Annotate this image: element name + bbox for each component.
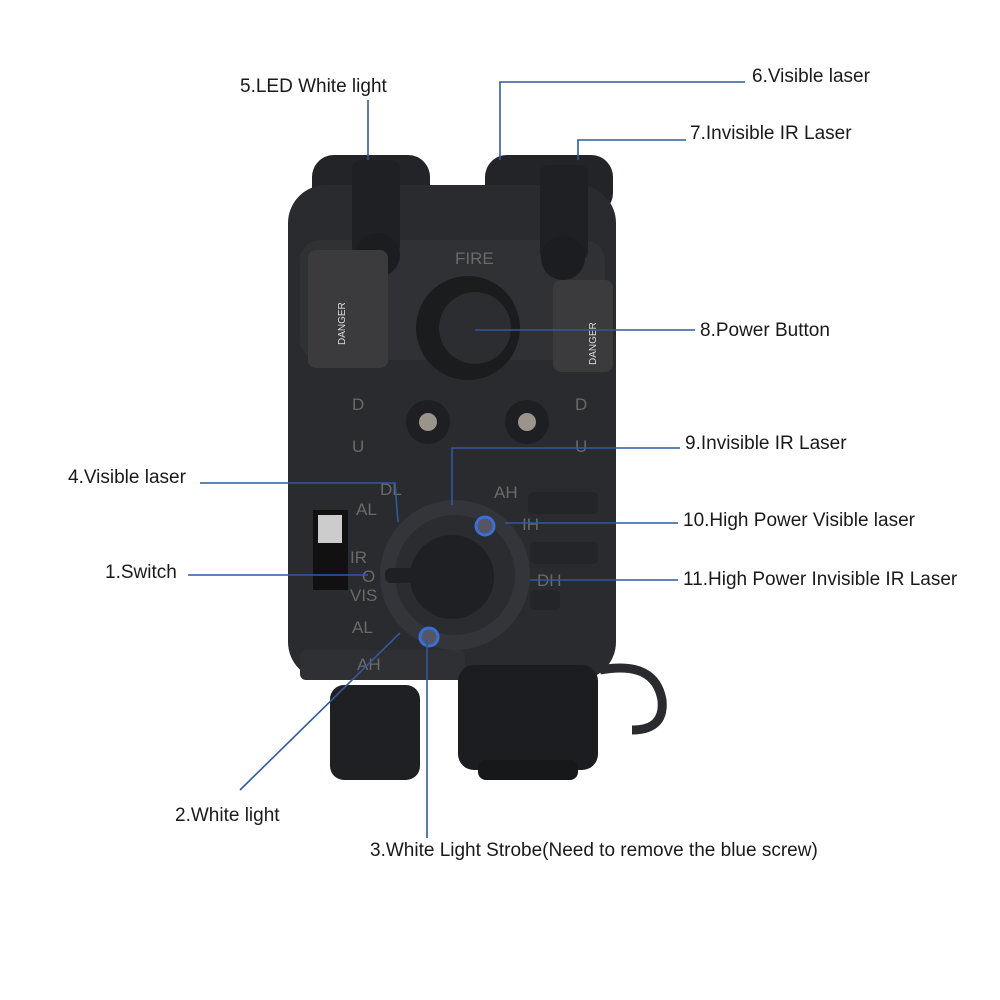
leader-2 [239, 632, 401, 791]
leader-6 [499, 81, 745, 160]
adjust-screw-right [518, 413, 536, 431]
right-slot-1 [528, 492, 598, 514]
danger-right: DANGER [588, 322, 599, 365]
al-bottom-marking: AL [352, 618, 373, 637]
label-visible-laser-top: 6.Visible laser [752, 66, 870, 87]
power-button [439, 292, 511, 364]
label-power-button: 8.Power Button [700, 320, 830, 341]
ir-emitter-knob [458, 665, 598, 770]
leader-9 [451, 447, 680, 505]
switch-knob [410, 535, 494, 619]
label-visible-laser: 4.Visible laser [68, 467, 186, 488]
label-switch: 1.Switch [105, 562, 177, 583]
right-warning-label [553, 280, 613, 372]
ah-top-marking: AH [494, 483, 518, 502]
label-white-light-strobe: 3.White Light Strobe(Need to remove the … [370, 840, 818, 861]
right-slot-2 [530, 542, 598, 564]
right-cap-strap [540, 165, 588, 260]
label-led-white-light: 5.LED White light [240, 76, 387, 97]
right-cap [541, 236, 585, 280]
off-marking: O [362, 567, 375, 586]
switch-lever [385, 568, 435, 583]
ir-emitter-base [478, 760, 578, 780]
qr-code [318, 515, 342, 543]
right-slot-3 [530, 590, 560, 610]
u-right-marking: U [575, 437, 587, 456]
leader-lines [188, 81, 745, 838]
label-invisible-ir-laser-top: 7.Invisible IR Laser [690, 123, 852, 144]
label-invisible-ir-laser: 9.Invisible IR Laser [685, 433, 847, 454]
d-right-marking: D [575, 395, 587, 414]
label-high-power-ir-laser: 11.High Power Invisible IR Laser [683, 569, 958, 590]
vis-marking: VIS [350, 586, 377, 605]
blue-screw-top [474, 515, 496, 537]
leader-4 [200, 482, 399, 523]
al-top-marking: AL [356, 500, 377, 519]
label-white-light: 2.White light [175, 805, 280, 826]
u-left-marking: U [352, 437, 364, 456]
label-high-power-visible-laser: 10.High Power Visible laser [683, 510, 915, 531]
leader-7 [577, 139, 686, 160]
left-warning-label [308, 250, 388, 368]
ir-marking: IR [350, 548, 367, 567]
adjust-screw-left [419, 413, 437, 431]
fire-marking: FIRE [455, 249, 494, 268]
danger-left: DANGER [337, 302, 348, 345]
lanyard-loop [599, 663, 667, 735]
white-light-head [330, 685, 420, 780]
d-left-marking: D [352, 395, 364, 414]
blue-screw-bottom [418, 626, 440, 648]
bottom-base [300, 650, 465, 680]
ih-marking: IH [522, 515, 539, 534]
left-cap-strap [352, 160, 400, 255]
